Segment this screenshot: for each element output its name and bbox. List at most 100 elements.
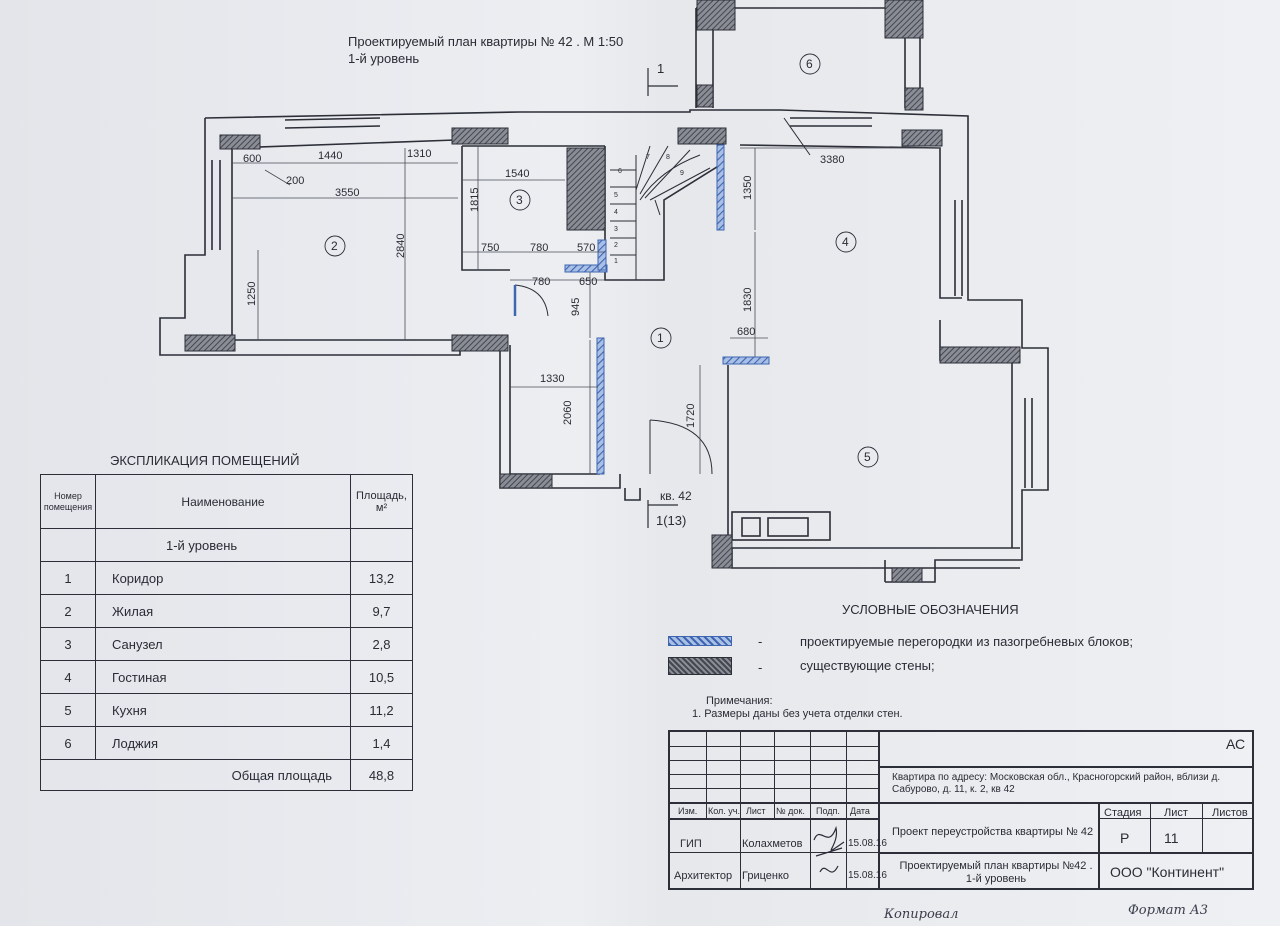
dim-650: 650 xyxy=(579,276,598,288)
table-row: 1 Коридор 13,2 xyxy=(40,561,413,595)
row-name: Жилая xyxy=(95,594,351,628)
room-markers xyxy=(324,53,879,468)
section-marks xyxy=(647,68,678,528)
col-doc: № док. xyxy=(776,806,805,816)
stage-value: Р xyxy=(1120,830,1130,846)
staircase xyxy=(610,145,711,280)
notes-item: 1. Размеры даны без учета отделки стен. xyxy=(692,708,903,720)
notes-title: Примечания: xyxy=(706,695,773,707)
stage-header: Стадия xyxy=(1104,807,1142,819)
legend-dash: - xyxy=(758,660,763,675)
date-gip: 15.08.16 xyxy=(848,838,887,849)
address-text: Квартира по адресу: Московская обл., Кра… xyxy=(892,772,1221,795)
level-cell: 1-й уровень xyxy=(95,528,351,562)
header-area: Площадь, м² xyxy=(350,474,413,529)
header-number: Номер помещения xyxy=(40,474,96,529)
dim-2840: 2840 xyxy=(395,233,407,258)
row-number: 3 xyxy=(40,627,96,661)
stair-step: 3 xyxy=(614,226,618,233)
legend-text-existing: существующие стены; xyxy=(800,658,935,673)
new-partitions xyxy=(564,144,770,475)
total-label: Общая площадь xyxy=(40,759,351,791)
table-row: 6 Лоджия 1,4 xyxy=(40,726,413,760)
dim-750: 750 xyxy=(481,242,500,254)
table-row: 2 Жилая 9,7 xyxy=(40,594,413,628)
name-architect: Гриценко xyxy=(742,870,790,882)
row-number: 4 xyxy=(40,660,96,694)
row-name: Лоджия xyxy=(95,726,351,760)
dim-2060: 2060 xyxy=(562,400,574,425)
explication-table: Номер помещения Наименование Площадь, м²… xyxy=(40,474,413,791)
dim-3550: 3550 xyxy=(335,187,360,199)
row-name: Гостиная xyxy=(95,660,351,694)
company-name: ООО "Континент" xyxy=(1110,864,1225,880)
stair-step: 9 xyxy=(680,170,684,177)
name-gip: Колахметов xyxy=(742,838,803,850)
title-block: АС Квартира по адресу: Московская обл., … xyxy=(668,730,1254,890)
row-number: 1 xyxy=(40,561,96,595)
stair-step: 1 xyxy=(614,258,618,265)
stair-step: 5 xyxy=(614,192,618,199)
stair-step: 7 xyxy=(646,154,650,161)
dim-570: 570 xyxy=(577,242,596,254)
dim-780: 780 xyxy=(530,242,549,254)
dim-1330: 1330 xyxy=(540,373,565,385)
col-kol: Кол. уч. xyxy=(708,806,740,816)
row-name: Коридор xyxy=(95,561,351,595)
row-name: Санузел xyxy=(95,627,351,661)
dim-1815: 1815 xyxy=(469,187,481,212)
dim-680: 680 xyxy=(737,326,756,338)
row-area: 10,5 xyxy=(350,660,413,694)
plan-title: Проектируемый план квартиры № 42 . М 1:5… xyxy=(348,34,624,49)
header-name: Наименование xyxy=(95,474,351,529)
room-number-6: 6 xyxy=(806,57,813,71)
room-number-1: 1 xyxy=(657,331,664,345)
section-mark-bottom: 1(13) xyxy=(656,513,687,528)
row-name: Кухня xyxy=(95,693,351,727)
doors xyxy=(514,117,811,475)
dim-1310: 1310 xyxy=(407,148,432,160)
sheets-header: Листов xyxy=(1212,807,1248,819)
legend-text-new: проектируемые перегородки из пазогребнев… xyxy=(800,634,1133,649)
room-number-2: 2 xyxy=(331,239,338,253)
table-total-row: Общая площадь 48,8 xyxy=(40,759,413,791)
dim-200: 200 xyxy=(286,175,305,187)
row-area: 13,2 xyxy=(350,561,413,595)
room-number-5: 5 xyxy=(864,450,871,464)
apartment-label: кв. 42 xyxy=(660,489,692,503)
stair-step: 2 xyxy=(614,242,618,249)
dimension-lines xyxy=(232,146,940,474)
plan-level: 1-й уровень xyxy=(348,51,420,66)
table-level-row: 1-й уровень xyxy=(40,528,413,562)
dim-1250: 1250 xyxy=(246,281,258,306)
col-date: Дата xyxy=(850,806,870,816)
room-number-3: 3 xyxy=(516,193,523,207)
stair-step: 4 xyxy=(614,209,618,216)
row-number: 6 xyxy=(40,726,96,760)
sheet-header: Лист xyxy=(1164,807,1188,819)
dim-3380: 3380 xyxy=(820,154,845,166)
copied-label: Копировал xyxy=(884,907,959,922)
row-area: 2,8 xyxy=(350,627,413,661)
dim-945: 945 xyxy=(570,297,582,316)
role-gip: ГИП xyxy=(680,838,702,850)
row-number: 5 xyxy=(40,693,96,727)
col-list: Лист xyxy=(746,806,766,816)
dim-1830: 1830 xyxy=(742,287,754,312)
explication-title: ЭКСПЛИКАЦИЯ ПОМЕЩЕНИЙ xyxy=(110,453,300,468)
format-label: Формат А3 xyxy=(1128,903,1209,918)
room-number-4: 4 xyxy=(842,235,849,249)
col-podp: Подп. xyxy=(816,806,840,816)
dim-1720: 1720 xyxy=(685,403,697,428)
total-value: 48,8 xyxy=(350,759,413,791)
legend-title: УСЛОВНЫЕ ОБОЗНАЧЕНИЯ xyxy=(842,602,1019,617)
existing-walls xyxy=(184,0,1021,583)
dim-1440: 1440 xyxy=(318,150,343,162)
stair-step: 6 xyxy=(618,168,622,175)
date-architect: 15.08.16 xyxy=(848,870,887,881)
row-area: 1,4 xyxy=(350,726,413,760)
dim-1350: 1350 xyxy=(742,175,754,200)
col-izm: Изм. xyxy=(678,806,698,816)
